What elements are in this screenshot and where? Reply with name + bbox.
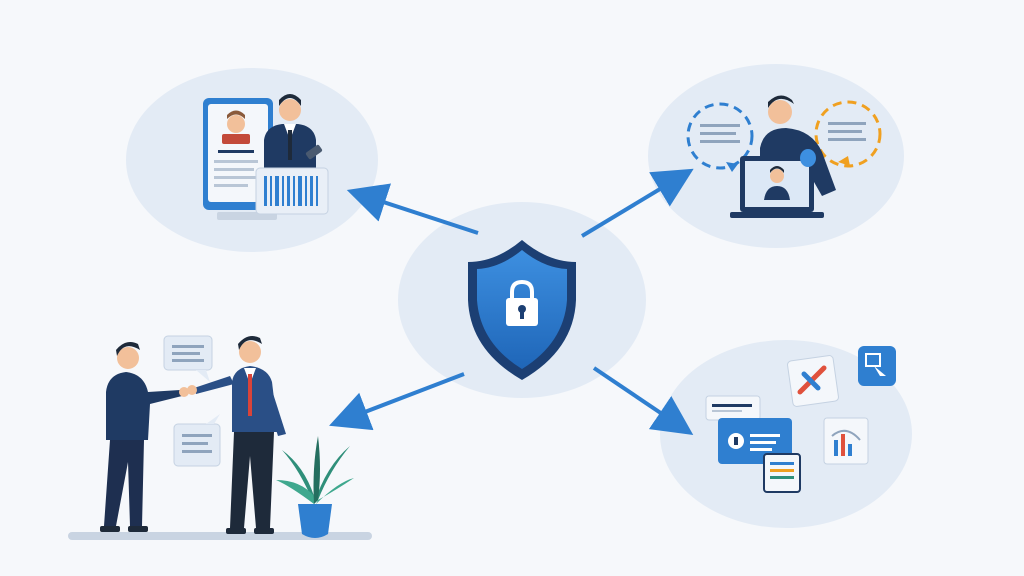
arrow-to-remote xyxy=(580,168,694,238)
arrow-to-agreement xyxy=(329,372,465,431)
video-call-verification-icon xyxy=(686,95,882,218)
ground-line xyxy=(68,532,372,540)
handshake-icon xyxy=(68,335,372,540)
arrow-to-documents xyxy=(592,366,694,435)
shield-lock-icon xyxy=(468,240,576,380)
doc-list-card xyxy=(763,453,801,493)
potted-plant-icon xyxy=(276,436,354,538)
doc-chart-card xyxy=(823,417,869,465)
id-card-person-icon xyxy=(203,94,329,220)
digital-documents-icon xyxy=(705,346,896,493)
arrow-to-identity xyxy=(346,183,479,235)
